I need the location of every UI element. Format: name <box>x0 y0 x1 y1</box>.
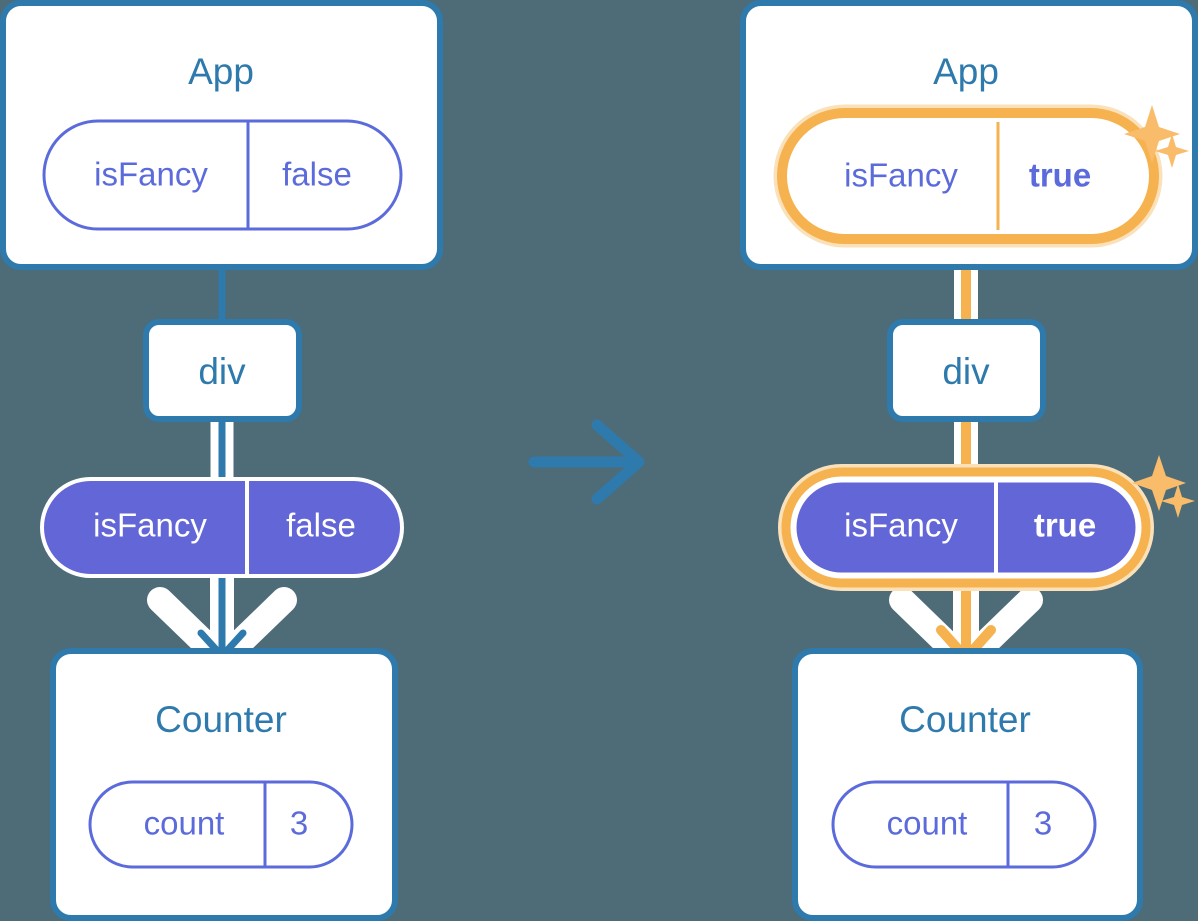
app-state-key-after: isFancy <box>844 157 958 194</box>
props-pill-before: isFancy false <box>40 477 404 578</box>
div-card-after: div <box>887 319 1046 422</box>
sparkle-top-icon <box>1124 105 1189 168</box>
arrow-right-icon <box>528 419 645 505</box>
counter-card-title-before: Counter <box>155 699 287 740</box>
app-card-title-after: App <box>933 51 999 92</box>
app-state-value-before: false <box>282 156 352 193</box>
props-value-after: true <box>1034 507 1096 544</box>
counter-card-title-after: Counter <box>899 699 1031 740</box>
props-key-before: isFancy <box>93 507 207 544</box>
app-state-pill-ring-after <box>777 108 1159 244</box>
app-state-value-after: true <box>1029 157 1091 194</box>
app-state-pill-before: isFancy false <box>42 119 403 231</box>
counter-state-key-after: count <box>887 805 968 842</box>
app-state-pill-after: isFancy true <box>773 104 1163 248</box>
counter-state-value-before: 3 <box>290 805 308 842</box>
props-pill-after: isFancy true <box>778 464 1154 591</box>
app-state-key-before: isFancy <box>94 156 208 193</box>
sparkle-bottom-icon <box>1132 455 1195 518</box>
props-value-before: false <box>286 507 356 544</box>
counter-state-value-after: 3 <box>1034 805 1052 842</box>
div-card-before: div <box>143 319 302 422</box>
props-key-after: isFancy <box>844 507 958 544</box>
counter-state-key-before: count <box>144 805 225 842</box>
div-card-title-after: div <box>942 351 990 392</box>
app-card-title-before: App <box>188 51 254 92</box>
div-card-title-before: div <box>198 351 246 392</box>
counter-state-pill-after: count 3 <box>831 780 1097 869</box>
counter-state-pill-before: count 3 <box>88 780 354 869</box>
